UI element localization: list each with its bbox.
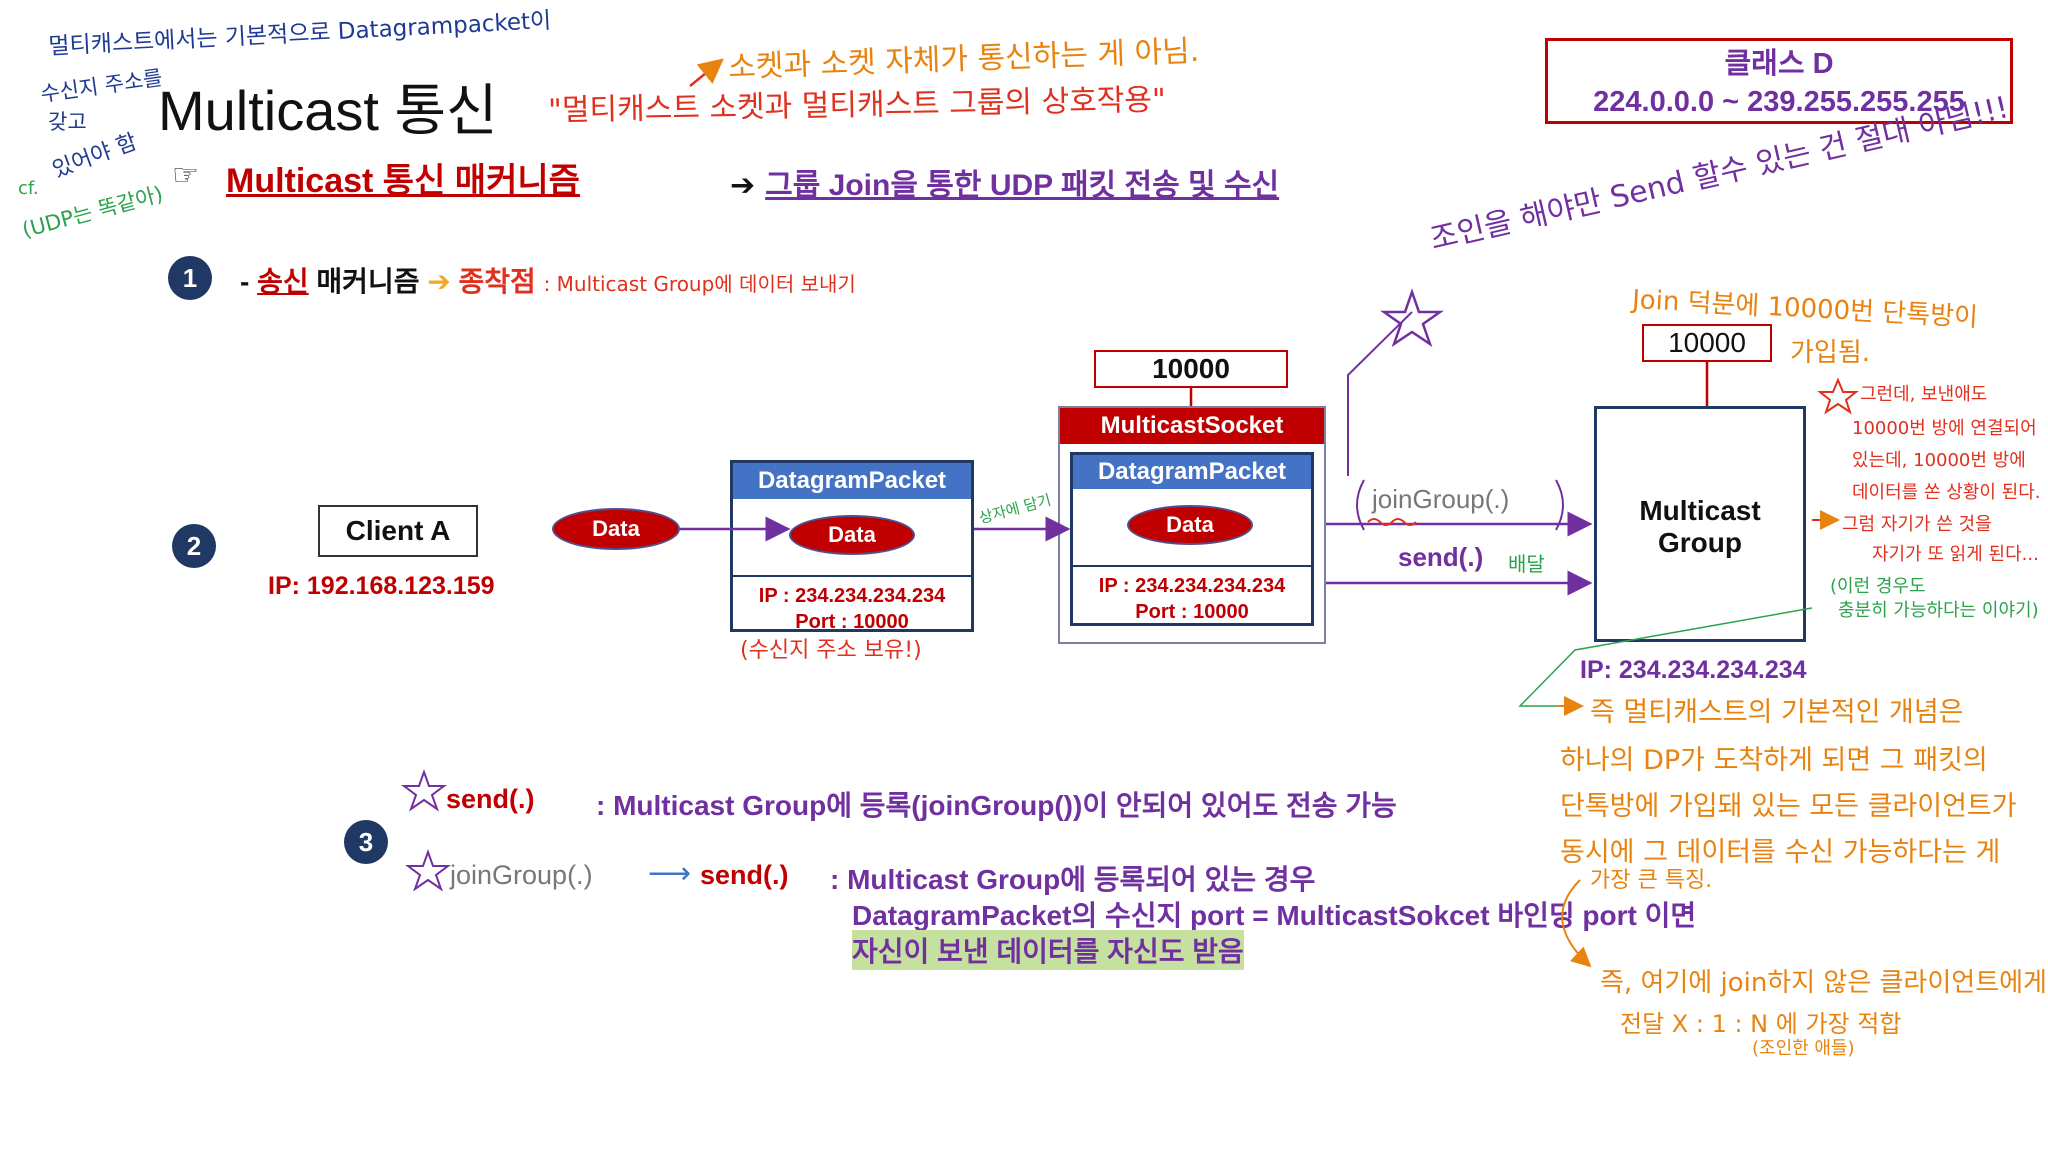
right-arrow-icon: ➔ — [730, 169, 756, 202]
section3-join-send: send(.) — [700, 860, 789, 890]
star-icon-red — [1817, 377, 1859, 415]
section1-arrow-icon: ➔ — [427, 266, 451, 297]
socket-port-box: 10000 — [1094, 350, 1288, 388]
multicast-socket-box: MulticastSocket DatagramPacket Data IP :… — [1058, 406, 1326, 644]
section1-dest-desc: : Multicast Group에 데이터 보내기 — [543, 272, 856, 296]
note-green-1: (이런 경우도 — [1830, 576, 1926, 597]
note-delivery: 배달 — [1508, 552, 1545, 576]
section1-dash: - — [240, 266, 250, 297]
multicast-socket-title: MulticastSocket — [1060, 408, 1324, 444]
note-socket-red: "멀티캐스트 소켓과 멀티캐스트 그룹의 상호작용" — [547, 82, 1167, 129]
note-top-left-3: 갖고 — [48, 110, 87, 134]
section3-desc1: : Multicast Group에 등록되어 있는 경우 — [830, 864, 1316, 895]
client-a-ip: IP: 192.168.123.159 — [268, 572, 495, 600]
note-side-1: 그런데, 보낸애도 — [1860, 384, 1988, 405]
note-cf: cf. — [18, 178, 39, 199]
subtitle: Multicast 통신 매커니즘 — [226, 162, 580, 200]
datagram-packet-data: Data — [789, 515, 915, 555]
note-packet-address: (수신지 주소 보유!) — [740, 638, 922, 663]
socket-packet-port: Port : 10000 — [1135, 601, 1249, 623]
class-d-label: 클래스 D — [1724, 48, 1834, 80]
socket-packet-box: DatagramPacket Data IP : 234.234.234.234… — [1070, 452, 1314, 626]
subtitle-desc-text: 그룹 Join을 통한 UDP 패킷 전송 및 수신 — [765, 169, 1280, 202]
join-open-paren — [1356, 479, 1365, 531]
note-concept-2: 하나의 DP가 도착하게 되면 그 패킷의 — [1560, 745, 1988, 776]
data-ellipse-client: Data — [552, 508, 680, 550]
note-bottom-1: 즉, 여기에 join하지 않은 클라이언트에게는 — [1600, 968, 2048, 998]
note-side-3: 있는데, 10000번 방에 — [1852, 450, 2026, 471]
section1-send-label: 송신 — [257, 266, 309, 297]
multicast-group-line1: Multicast — [1639, 495, 1761, 526]
pointer-icon: ☞ — [172, 159, 199, 192]
section3-join-label: joinGroup(.) — [450, 860, 593, 890]
section3-desc2: DatagramPacket의 수신지 port = MulticastSokc… — [852, 900, 1697, 931]
section3-desc3: 자신이 보낸 데이터를 자신도 받음 — [852, 930, 1244, 970]
subtitle-description: ➔ 그룹 Join을 통한 UDP 패킷 전송 및 수신 — [730, 160, 1279, 204]
section1-mechanism-label: 매커니즘 — [308, 266, 420, 297]
note-udp: (UDP는 똑같아) — [19, 181, 166, 243]
join-note-connector — [1347, 311, 1413, 476]
section3-arrow-icon: ⟶ — [648, 857, 692, 890]
note-join-2: 가입됨. — [1790, 338, 1871, 368]
note-green-2: 충분히 가능하다는 이야기) — [1838, 600, 2039, 621]
multicast-group-box: Multicast Group — [1594, 406, 1806, 642]
section3-number: 3 — [344, 820, 388, 864]
join-close-paren — [1555, 479, 1564, 531]
socket-packet-title: DatagramPacket — [1073, 455, 1311, 489]
note-side-6: 자기가 또 읽게 된다... — [1872, 544, 2039, 565]
note-box-packaging: 상자에 담기 — [977, 490, 1053, 528]
multicast-group-line2: Group — [1658, 527, 1742, 558]
client-a-box: Client A — [318, 505, 478, 557]
star-icon-join — [405, 849, 451, 892]
page-title: Multicast 통신 — [158, 79, 498, 142]
datagram-packet-title: DatagramPacket — [733, 463, 971, 499]
class-d-box: 클래스 D 224.0.0.0 ~ 239.255.255.255 — [1545, 38, 2013, 124]
multicast-group-ip: IP: 234.234.234.234 — [1580, 656, 1807, 684]
datagram-packet-box: DatagramPacket Data IP : 234.234.234.234… — [730, 460, 974, 633]
socket-packet-ip: IP : 234.234.234.234 — [1098, 575, 1286, 597]
section2-number: 2 — [172, 524, 216, 568]
note-concept-3: 단톡방에 가입돼 있는 모든 클라이언트가 — [1560, 791, 2017, 822]
socket-packet-data-area: Data — [1073, 489, 1311, 567]
note-top-left: 멀티캐스트에서는 기본적으로 Datagrampacket이 — [47, 1, 552, 61]
datagram-packet-port: Port : 10000 — [795, 611, 909, 633]
class-d-range: 224.0.0.0 ~ 239.255.255.255 — [1593, 86, 1965, 118]
section1-number: 1 — [168, 256, 212, 300]
note-concept-5: 가장 큰 특징. — [1590, 868, 1713, 893]
star-icon-purple — [1380, 288, 1444, 348]
note-bottom-2: 전달 X : 1 : N 에 가장 적합 — [1620, 1010, 1902, 1038]
note-concept-4: 동시에 그 데이터를 수신 가능하다는 게 — [1560, 837, 2001, 868]
join-wavy-underline — [1367, 518, 1417, 526]
send-label: send(.) — [1398, 542, 1484, 572]
note-concept-1: 즉 멀티캐스트의 기본적인 개념은 — [1590, 697, 1964, 728]
note-side-2: 10000번 방에 연결되어 — [1852, 418, 2037, 439]
group-port-box: 10000 — [1642, 324, 1772, 362]
section1-heading: - 송신 매커니즘 ➔ 종착점 : Multicast Group에 데이터 보… — [240, 260, 856, 300]
join-group-label: joinGroup(.) — [1372, 484, 1510, 514]
socket-packet-data: Data — [1127, 505, 1253, 545]
note-bottom-3: (조인한 애들) — [1752, 1038, 1855, 1059]
section3-send-label: send(.) — [446, 784, 535, 814]
note-side-4: 데이터를 쏜 상황이 된다. — [1852, 482, 2041, 503]
star-icon-send — [401, 769, 447, 812]
section3-send-desc: : Multicast Group에 등록(joinGroup())이 안되어 … — [596, 790, 1397, 821]
datagram-packet-ip: IP : 234.234.234.234 — [758, 585, 946, 607]
note-side-5: 그럼 자기가 쓴 것을 — [1842, 514, 1992, 535]
datagram-packet-data-area: Data — [733, 499, 971, 577]
note-top-left-2: 수신지 주소를 — [39, 65, 164, 107]
section1-dest-label: 종착점 — [458, 265, 536, 298]
note-top-left-line1: 멀티캐스트에서는 기본적으로 Datagrampacket이 — [47, 7, 552, 61]
